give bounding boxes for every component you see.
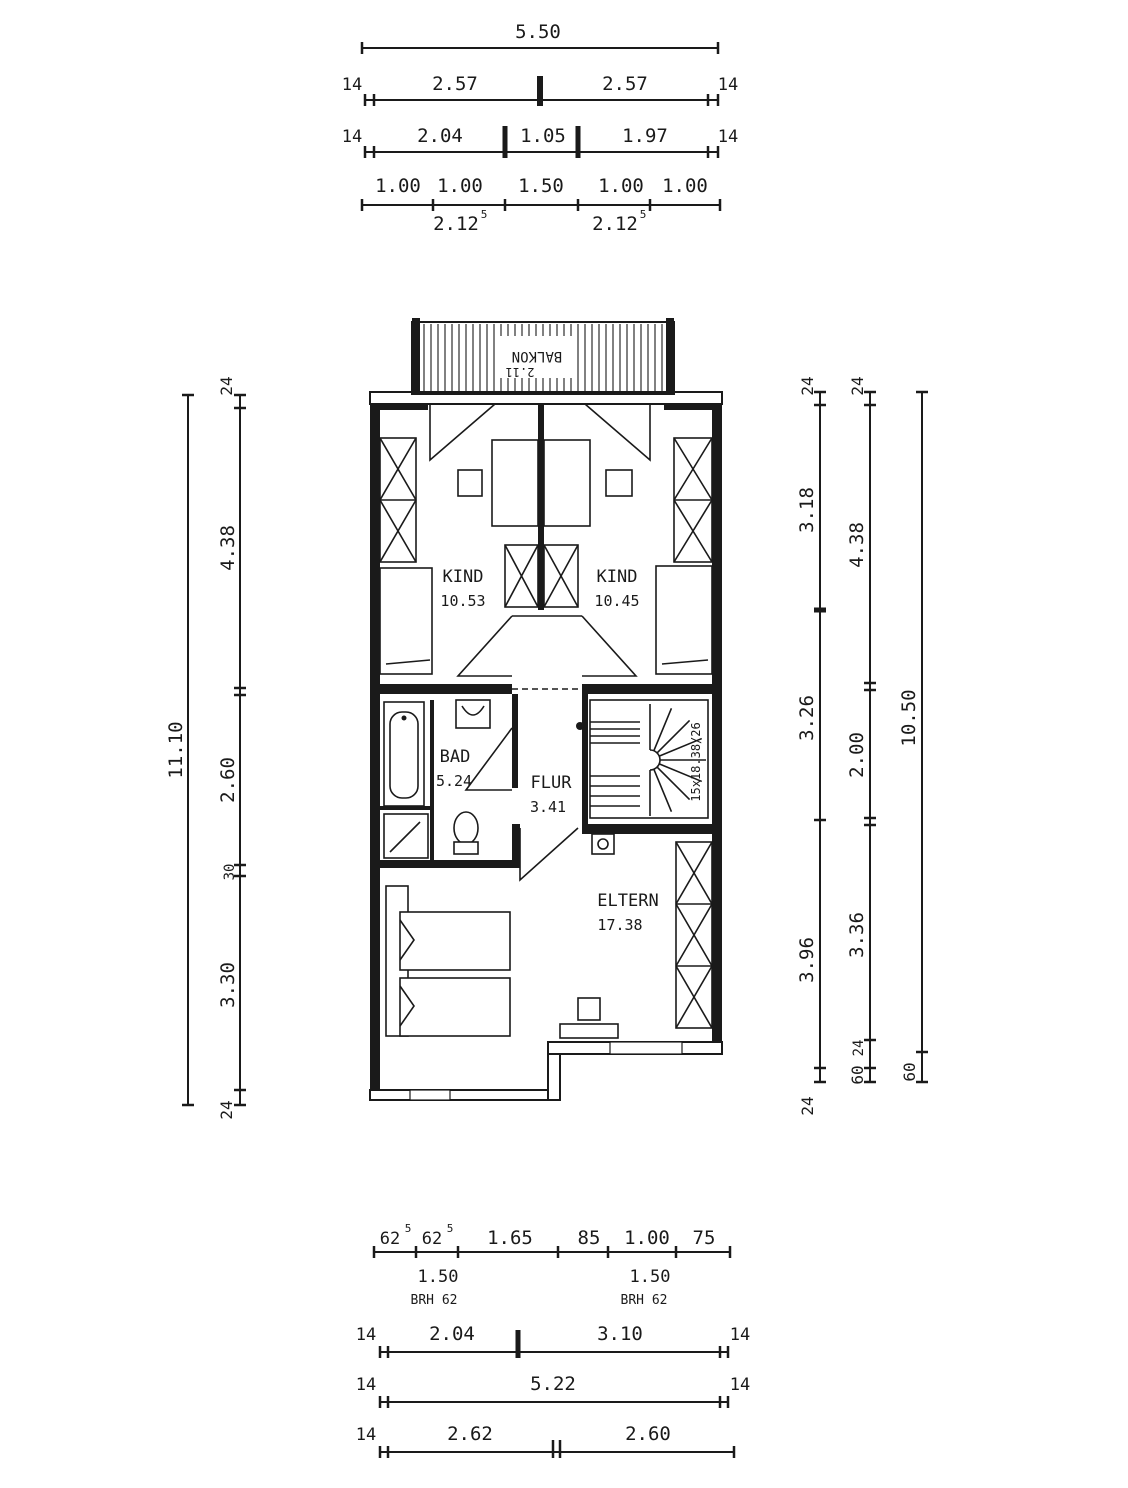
- room-name-bad: BAD: [440, 747, 471, 767]
- hallway-stairs: 15x18.38/26 FLUR 3.41: [519, 699, 709, 882]
- bottom-r4-c: 14: [730, 1375, 750, 1395]
- top-dim-r4-sub-b: 2.12: [592, 213, 638, 235]
- right-c2-seg-6: 24: [851, 1040, 867, 1057]
- center-closets: [504, 544, 579, 608]
- left-dimension-chains: 11.10 24 4.38 2.60 30 3.30 24: [165, 376, 246, 1120]
- right-c2-seg-4: 3.36: [846, 912, 868, 958]
- top-dim-r3-d: 1.97: [622, 125, 668, 147]
- bottom-r2-b-brh: BRH 62: [621, 1293, 668, 1308]
- right-c2-seg-1: 24: [848, 376, 867, 395]
- top-dim-r3-c: 1.05: [520, 125, 566, 147]
- left-dim-seg-4: 30: [222, 864, 238, 881]
- bottom-r3-a: 14: [356, 1325, 376, 1345]
- top-dim-r2-d: 14: [718, 75, 738, 95]
- kind-rooms-furniture: KIND 10.53 KIND 10.45: [379, 437, 713, 677]
- stair-label: 15x18.38/26: [689, 722, 703, 801]
- bottom-r1-e: 1.00: [624, 1227, 670, 1249]
- right-c3-seg-2: 60: [900, 1062, 919, 1081]
- bottom-r5-b: 2.62: [447, 1423, 493, 1445]
- top-dim-r4-e: 1.00: [662, 175, 708, 197]
- walls: [369, 391, 723, 1101]
- room-area-kind-left: 10.53: [440, 592, 485, 610]
- top-dim-r2-b: 2.57: [432, 73, 478, 95]
- right-c2-seg-2: 4.38: [846, 522, 868, 568]
- left-dim-seg-1: 24: [217, 376, 236, 395]
- top-dim-r4-sub-a: 2.12: [433, 213, 479, 235]
- top-dim-r4-a: 1.00: [375, 175, 421, 197]
- left-dim-seg-3: 2.60: [217, 757, 239, 803]
- left-dim-seg-6: 24: [217, 1100, 236, 1119]
- bottom-r1-d: 85: [578, 1227, 601, 1249]
- bedroom-eltern: ELTERN 17.38: [385, 841, 713, 1039]
- right-c2-seg-5: 60: [848, 1065, 867, 1084]
- room-name-flur: FLUR: [531, 773, 573, 793]
- left-dim-overall: 11.10: [165, 721, 187, 778]
- bottom-r2-a: 1.50: [418, 1267, 459, 1287]
- right-c1-seg-5: 24: [798, 1096, 817, 1115]
- bottom-r1-f: 75: [693, 1227, 716, 1249]
- room-area-balkon: 2.11: [506, 365, 535, 379]
- room-area-flur: 3.41: [530, 798, 566, 816]
- bottom-r1-c: 1.65: [487, 1227, 533, 1249]
- top-dim-r4-c: 1.50: [518, 175, 564, 197]
- bottom-r3-d: 14: [730, 1325, 750, 1345]
- stair-winder: [653, 707, 673, 752]
- bottom-r5-a: 14: [356, 1425, 376, 1445]
- top-dim-r2-c: 2.57: [602, 73, 648, 95]
- room-area-eltern: 17.38: [597, 916, 642, 934]
- bottom-r5-c: 2.60: [625, 1423, 671, 1445]
- bottom-r1-b: 62: [422, 1229, 442, 1249]
- room-area-kind-right: 10.45: [594, 592, 639, 610]
- top-dim-r3-e: 14: [718, 127, 738, 147]
- staircase: [589, 699, 709, 819]
- stair-winder: [653, 768, 673, 813]
- room-name-kind-left: KIND: [443, 567, 484, 587]
- top-dim-r4-sup-a: 5: [481, 208, 488, 221]
- right-dimension-chains: 24 3.18 3.26 3.96 24 24 4.38 2.00 3.36 6…: [796, 376, 928, 1116]
- top-dim-r3-a: 14: [342, 127, 362, 147]
- top-dim-r2-a: 14: [342, 75, 362, 95]
- right-c1-seg-1: 24: [798, 376, 817, 395]
- stair-winder: [656, 719, 691, 754]
- bottom-r4-a: 14: [356, 1375, 376, 1395]
- right-c1-seg-4: 3.96: [796, 937, 818, 983]
- top-dimension-chains: 5.50 14 2.57 2.57 14 14 2.04 1.05 1.97 1…: [342, 21, 738, 235]
- bottom-r2-a-brh: BRH 62: [411, 1293, 458, 1308]
- balcony: BALKON 2.11: [411, 318, 675, 395]
- bathroom: BAD 5.24: [383, 699, 513, 859]
- bottom-dimension-chains: 62 5 62 5 1.65 85 1.00 75 1.50 BRH 62 1.…: [356, 1222, 750, 1458]
- right-c3-overall: 10.50: [898, 689, 920, 746]
- stair-winder: [656, 766, 691, 801]
- room-name-balkon: BALKON: [512, 348, 563, 364]
- room-name-kind-right: KIND: [597, 567, 638, 587]
- top-dim-r4-sup-b: 5: [640, 208, 647, 221]
- right-c2-seg-3: 2.00: [846, 732, 868, 778]
- wardrobe-right: [673, 437, 713, 563]
- top-dim-r3-b: 2.04: [417, 125, 463, 147]
- bottom-r1-a: 62: [380, 1229, 400, 1249]
- bottom-r4-b: 5.22: [530, 1373, 576, 1395]
- left-dim-seg-2: 4.38: [217, 525, 239, 571]
- bottom-r1-b-sup: 5: [447, 1222, 454, 1235]
- right-c1-seg-3: 3.26: [796, 695, 818, 741]
- top-dim-r4-d: 1.00: [598, 175, 644, 197]
- bottom-r2-b: 1.50: [630, 1267, 671, 1287]
- stair-winder: [658, 763, 703, 783]
- room-area-bad: 5.24: [436, 772, 472, 790]
- top-dim-r4-b: 1.00: [437, 175, 483, 197]
- bottom-r1-a-sup: 5: [405, 1222, 412, 1235]
- stair-winder: [658, 737, 703, 757]
- left-dim-seg-5: 3.30: [217, 962, 239, 1008]
- bottom-r3-c: 3.10: [597, 1323, 643, 1345]
- wardrobe-eltern: [675, 841, 713, 1029]
- stair-newel: [649, 749, 661, 771]
- balcony-doors: [429, 403, 651, 462]
- top-dim-overall: 5.50: [515, 21, 561, 43]
- wardrobe-left: [379, 437, 417, 563]
- right-c1-seg-2: 3.18: [796, 487, 818, 533]
- room-name-eltern: ELTERN: [597, 891, 658, 911]
- bottom-r3-b: 2.04: [429, 1323, 475, 1345]
